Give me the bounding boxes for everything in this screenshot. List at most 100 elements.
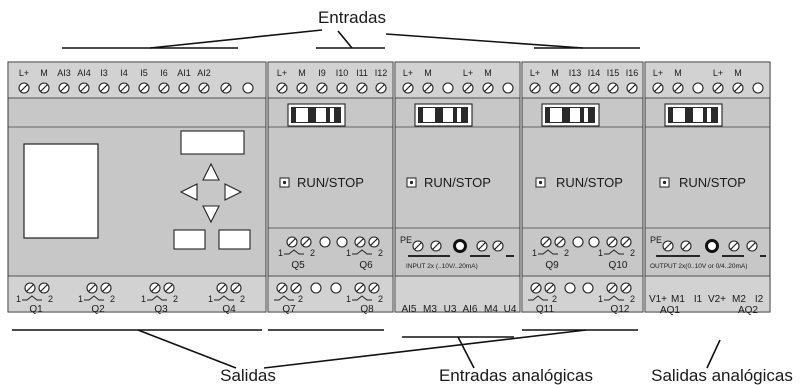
terminal-screw-icon[interactable] bbox=[626, 82, 638, 94]
analog-output-module: RUN/STOP L+ M L+ M PE OUTPUT 2x(0..10V o… bbox=[644, 61, 771, 316]
terminal-screw-icon[interactable] bbox=[606, 282, 618, 294]
terminal-screw-icon[interactable] bbox=[462, 82, 474, 94]
arrow-right-icon[interactable] bbox=[224, 183, 243, 201]
terminal-screw-icon[interactable] bbox=[163, 282, 175, 294]
pe-terminal-icon bbox=[705, 239, 719, 253]
terminal-screw-icon[interactable] bbox=[540, 236, 552, 248]
terminal-screw-icon[interactable] bbox=[620, 282, 632, 294]
terminal-screw-icon[interactable] bbox=[492, 240, 504, 252]
terminal-screw-icon[interactable] bbox=[216, 282, 228, 294]
terminal-screw-icon[interactable] bbox=[354, 282, 366, 294]
terminal-screw-icon[interactable] bbox=[620, 236, 632, 248]
terminal-screw-icon[interactable] bbox=[276, 282, 288, 294]
terminal-screw-icon[interactable] bbox=[606, 236, 618, 248]
caption-salidas-analogicas: Salidas analógicas bbox=[651, 366, 793, 385]
terminal-screw-icon[interactable] bbox=[98, 82, 110, 94]
terminal-screw-icon[interactable] bbox=[354, 236, 366, 248]
terminal-screw-icon[interactable] bbox=[430, 240, 442, 252]
terminal-screw-icon[interactable] bbox=[158, 82, 170, 94]
terminal-screw-icon[interactable] bbox=[58, 82, 70, 94]
terminal-screw-icon[interactable] bbox=[138, 82, 150, 94]
terminal-screw-icon[interactable] bbox=[402, 82, 414, 94]
terminal-screw-icon[interactable] bbox=[296, 82, 308, 94]
caption-salidas: Salidas bbox=[220, 366, 276, 385]
arrow-up-icon[interactable] bbox=[202, 162, 220, 181]
am2-bottom-sublabel: AQ2 bbox=[738, 305, 758, 316]
terminal-screw-icon[interactable] bbox=[38, 82, 50, 94]
run-stop-label: RUN/STOP bbox=[556, 175, 623, 190]
terminal-screw-icon[interactable] bbox=[290, 282, 302, 294]
terminal-screw-icon[interactable] bbox=[529, 82, 541, 94]
terminal-screw-icon[interactable] bbox=[300, 236, 312, 248]
terminal-screw-icon[interactable] bbox=[18, 82, 30, 94]
base-top-label: I5 bbox=[140, 68, 148, 78]
terminal-screw-icon[interactable] bbox=[100, 282, 112, 294]
terminal-screw-icon[interactable] bbox=[662, 240, 674, 252]
function-key-1[interactable] bbox=[173, 229, 206, 250]
terminal-screw-icon[interactable] bbox=[375, 82, 387, 94]
dm2-top-label: I16 bbox=[626, 68, 639, 78]
terminal-screw-icon[interactable] bbox=[607, 82, 619, 94]
terminal-screw-icon[interactable] bbox=[230, 282, 242, 294]
terminal-screw-icon[interactable] bbox=[588, 82, 600, 94]
terminal-screw-icon[interactable] bbox=[38, 282, 50, 294]
terminal-screw-icon[interactable] bbox=[680, 240, 692, 252]
terminal-screw-icon[interactable] bbox=[728, 240, 740, 252]
base-top-label: AI3 bbox=[57, 68, 71, 78]
esc-key[interactable] bbox=[180, 130, 245, 155]
dm1-top-label: I9 bbox=[318, 68, 326, 78]
terminal-screw-icon[interactable] bbox=[476, 240, 488, 252]
terminal-screw-icon[interactable] bbox=[746, 240, 758, 252]
arrow-left-icon[interactable] bbox=[179, 183, 198, 201]
relay-pin-label: 1 bbox=[208, 294, 213, 304]
terminal-screw-icon[interactable] bbox=[544, 282, 556, 294]
dm1-top-label: L+ bbox=[277, 68, 287, 78]
terminal-screw-icon[interactable] bbox=[78, 82, 90, 94]
base-top-label: I3 bbox=[100, 68, 108, 78]
terminal-screw-icon[interactable] bbox=[712, 82, 724, 94]
terminal-screw-icon[interactable] bbox=[412, 240, 424, 252]
terminal-screw-icon[interactable] bbox=[198, 82, 210, 94]
arrow-down-icon[interactable] bbox=[202, 205, 220, 224]
relay-pin-label: 2 bbox=[298, 294, 303, 304]
dm2-top-label: I13 bbox=[569, 68, 582, 78]
terminal-screw-icon[interactable] bbox=[368, 282, 380, 294]
entradas-leaders bbox=[62, 29, 640, 49]
base-module: L+ M AI3 AI4 I3 I4 I5 I6 AI1 AI2 bbox=[7, 61, 267, 315]
terminal-screw-icon[interactable] bbox=[482, 82, 494, 94]
terminal-screw-icon[interactable] bbox=[276, 82, 288, 94]
terminal-screw-icon[interactable] bbox=[652, 82, 664, 94]
terminal-screw-icon[interactable] bbox=[368, 236, 380, 248]
terminal-screw-icon[interactable] bbox=[569, 82, 581, 94]
dm2-relay-label: Q9 bbox=[545, 260, 559, 271]
am1-top-label: M bbox=[424, 68, 432, 78]
terminal-screw-icon[interactable] bbox=[220, 82, 232, 94]
bus-connector-icon bbox=[664, 103, 723, 127]
am2-top-label: L+ bbox=[653, 68, 663, 78]
terminal-screw-icon[interactable] bbox=[286, 236, 298, 248]
terminal-screw-icon[interactable] bbox=[732, 82, 744, 94]
dm2-output-label: Q12 bbox=[611, 304, 630, 315]
am1-bottom-label: U4 bbox=[504, 304, 517, 315]
terminal-screw-icon[interactable] bbox=[316, 82, 328, 94]
empty-terminal-icon bbox=[319, 236, 331, 248]
terminal-screw-icon[interactable] bbox=[530, 282, 542, 294]
terminal-screw-icon[interactable] bbox=[24, 282, 36, 294]
am1-bottom-label: M4 bbox=[484, 304, 498, 315]
terminal-screw-icon[interactable] bbox=[336, 82, 348, 94]
terminal-screw-icon[interactable] bbox=[86, 282, 98, 294]
am1-top-label: M bbox=[484, 68, 492, 78]
terminal-screw-icon[interactable] bbox=[422, 82, 434, 94]
bus-connector-icon bbox=[541, 103, 600, 127]
dm1-relay-label: Q6 bbox=[359, 260, 373, 271]
digital-module-1: RUN/STOP L+ M I9 I10 I11 I12 1 2 1 2 Q5 … bbox=[267, 61, 394, 315]
terminal-screw-icon[interactable] bbox=[149, 282, 161, 294]
function-key-2[interactable] bbox=[218, 229, 251, 250]
terminal-screw-icon[interactable] bbox=[356, 82, 368, 94]
dm2-top-label: I15 bbox=[607, 68, 620, 78]
terminal-screw-icon[interactable] bbox=[549, 82, 561, 94]
terminal-screw-icon[interactable] bbox=[554, 236, 566, 248]
terminal-screw-icon[interactable] bbox=[118, 82, 130, 94]
terminal-screw-icon[interactable] bbox=[178, 82, 190, 94]
terminal-screw-icon[interactable] bbox=[672, 82, 684, 94]
